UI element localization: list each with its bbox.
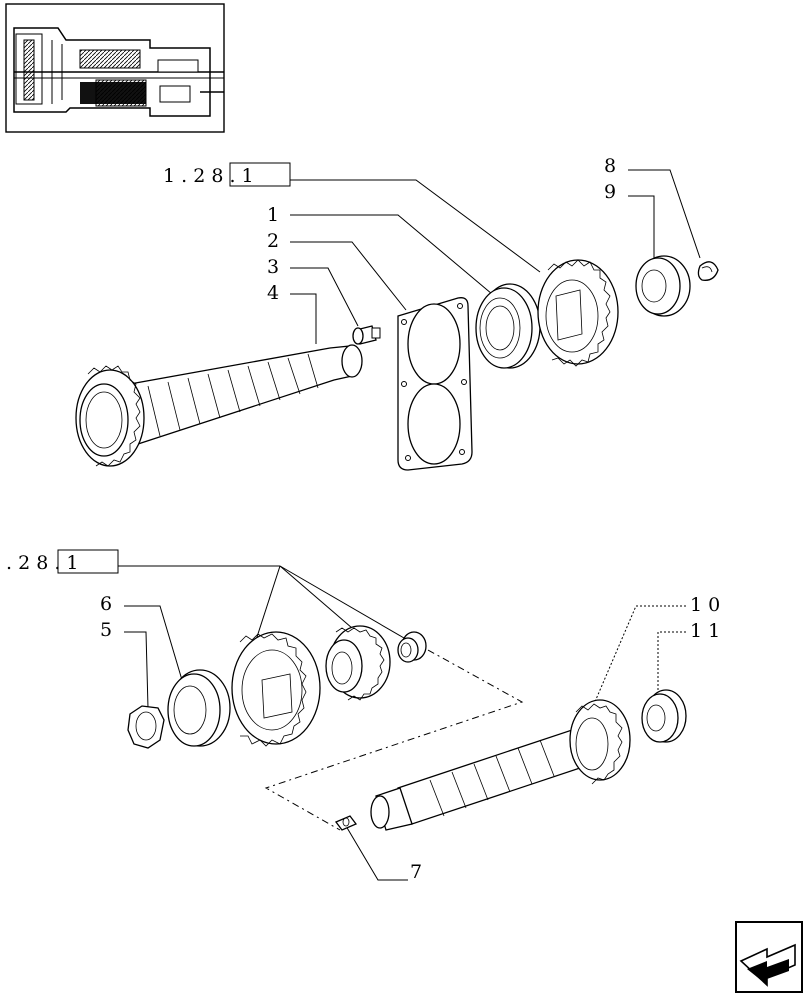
reference-text-top: 1 . 2 8 . 1	[163, 165, 254, 187]
callout-10[interactable]: 1 0	[690, 594, 720, 616]
part-nut-5	[127, 705, 165, 749]
reference-callout-bottom[interactable]: . 2 8 . 1	[6, 549, 405, 641]
arrow-next-icon	[739, 943, 796, 987]
callout-8[interactable]: 8	[604, 155, 616, 177]
gearbox-locator-sketch	[13, 27, 224, 117]
part-key-7	[334, 815, 358, 831]
reference-text-bottom: . 2 8 . 1	[6, 552, 79, 574]
part-input-shaft	[75, 344, 363, 467]
part-bearing-6	[167, 669, 231, 747]
reference-callout-top[interactable]: 1 . 2 8 . 1	[163, 162, 541, 273]
callout-5[interactable]: 5	[100, 619, 112, 641]
callout-4[interactable]: 4	[267, 282, 279, 304]
part-gear-top	[537, 259, 619, 367]
part-bearing-1	[475, 283, 541, 369]
part-gear-small-bottom	[325, 625, 391, 701]
callout-6[interactable]: 6	[100, 593, 112, 615]
next-page-button[interactable]	[735, 921, 803, 993]
part-output-shaft-10	[370, 699, 631, 831]
part-pin-3	[352, 325, 381, 345]
part-bushing	[397, 631, 427, 663]
callout-3[interactable]: 3	[267, 256, 279, 278]
locator-thumbnail	[5, 3, 225, 133]
callout-2[interactable]: 2	[267, 230, 279, 252]
part-gear-large-bottom	[231, 631, 321, 747]
callout-9[interactable]: 9	[604, 181, 616, 203]
shaft-gear	[75, 365, 145, 467]
part-plate-2	[397, 297, 473, 471]
part-bearing-9	[635, 255, 691, 317]
callout-7[interactable]: 7	[410, 861, 422, 883]
part-circlip-8	[697, 261, 719, 281]
part-bearing-11	[641, 689, 687, 743]
callout-11[interactable]: 1 1	[690, 620, 720, 642]
callout-1[interactable]: 1	[267, 204, 279, 226]
